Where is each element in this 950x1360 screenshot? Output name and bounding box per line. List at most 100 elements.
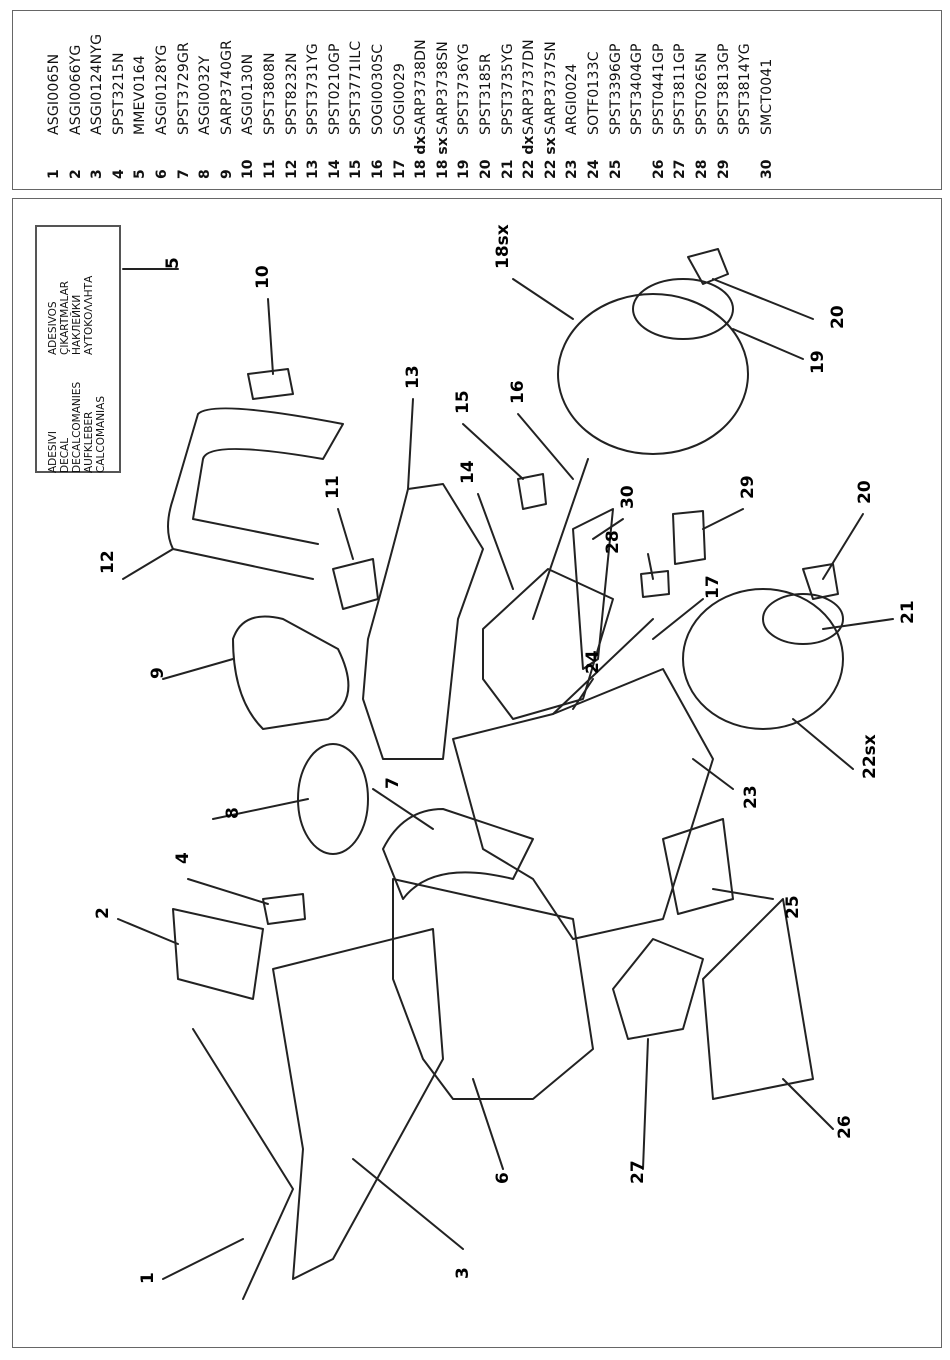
part-number: 5 <box>132 169 149 179</box>
rear-nut-part <box>687 248 729 285</box>
part-number: 3 <box>89 169 106 179</box>
part-number: 22 dx <box>521 135 538 179</box>
callout-number: 14 <box>458 460 478 484</box>
part-code: SPST0210GP <box>326 43 343 135</box>
part-number: 12 <box>283 159 300 179</box>
callout-number: 16 <box>508 380 528 404</box>
part-number: 19 <box>456 159 473 179</box>
part-entry: 13 SPST3731YG <box>302 9 324 179</box>
hood-part <box>392 878 594 1100</box>
part-number: 13 <box>305 159 322 179</box>
steering-wheel-part <box>297 743 369 855</box>
bracket-part <box>172 908 264 1000</box>
leader-line <box>372 788 434 830</box>
part-number: 23 <box>564 159 581 179</box>
part-code: SPST3813GP <box>715 43 732 135</box>
leader-line <box>267 298 274 375</box>
part-code: SPST3729GR <box>175 42 192 135</box>
callout-number: 7 <box>383 777 403 789</box>
part-number: 24 <box>586 159 602 179</box>
part-code: SPST3814YG <box>737 43 754 135</box>
pedal-pad-part <box>672 510 706 565</box>
callout-number: 30 <box>618 485 638 509</box>
loader-bucket-part <box>272 928 444 1280</box>
part-number: 29 <box>715 159 732 179</box>
decal-legend-box: ADESIVI DECAL DECALCOMANIES AUFKLEBER CA… <box>35 225 121 473</box>
callout-number: 21 <box>898 600 918 624</box>
callout-number: 26 <box>835 1115 855 1139</box>
floor-plate-part <box>702 898 814 1100</box>
chassis-part <box>482 568 614 720</box>
part-entry: 9 SARP3740GR <box>216 9 238 179</box>
part-number: 17 <box>391 159 408 179</box>
leader-line <box>572 678 594 710</box>
callout-number: 17 <box>703 575 723 599</box>
front-wheel-part <box>682 588 844 730</box>
part-code: SPST0265N <box>694 52 710 135</box>
part-code: SPST3185R <box>478 53 494 135</box>
leader-line <box>642 1038 649 1170</box>
leader-line <box>712 278 814 320</box>
part-entry: SPST3404GP <box>626 9 648 179</box>
part-code: SPST0441GP <box>650 43 667 135</box>
leader-line <box>517 413 574 480</box>
part-code: ASGI0065N <box>46 53 62 135</box>
part-code: ASGI0124NYG <box>89 33 106 135</box>
axle-cap-part <box>517 473 547 510</box>
part-entry: 7 SPST3729GR <box>173 9 195 179</box>
part-code: MMEV0164 <box>132 55 149 135</box>
leader-line <box>462 423 524 480</box>
callout-number: 12 <box>98 550 118 574</box>
callout-number: 4 <box>173 852 193 864</box>
part-code: SARP3737DN <box>521 39 538 135</box>
rear-hub-part <box>632 278 734 340</box>
leader-line <box>732 328 804 360</box>
leader-line <box>212 798 309 820</box>
exploded-diagram-panel: ADESIVI DECAL DECALCOMANIES AUFKLEBER CA… <box>12 198 942 1348</box>
part-number: 7 <box>175 169 192 179</box>
part-number: 21 <box>499 159 516 179</box>
part-number: 9 <box>218 169 235 179</box>
part-number: 1 <box>46 169 62 179</box>
part-code: SPST3735YG <box>499 43 516 135</box>
part-code: SPST8232N <box>283 52 300 135</box>
part-number: 10 <box>240 159 257 179</box>
front-nut-part <box>802 563 839 600</box>
bushing-part <box>640 570 670 598</box>
exploded-view-drawing: 123456789101112131415161718sx1920202122s… <box>93 224 918 1300</box>
callout-number: 13 <box>403 365 423 389</box>
part-code: SPST3731YG <box>305 43 322 135</box>
loader-arm-part <box>192 1028 294 1300</box>
leader-line <box>352 1158 464 1250</box>
part-number: 22 sx <box>542 137 559 179</box>
part-code: SARP3738SN <box>434 41 451 135</box>
part-number: 25 <box>607 159 624 179</box>
leader-line <box>792 718 854 770</box>
front-frame-part <box>452 668 714 940</box>
part-number: 18 sx <box>434 137 451 179</box>
leader-line <box>712 888 774 900</box>
part-number: 4 <box>110 169 127 179</box>
part-code: SPST3736YG <box>456 43 473 135</box>
rear-wheel-part <box>557 293 749 455</box>
front-hub-part <box>762 593 844 645</box>
side-panel-part <box>332 558 379 610</box>
part-number: 6 <box>154 169 170 179</box>
leader-line <box>592 518 624 540</box>
part-code: SPST3396GP <box>607 43 624 135</box>
part-entry: 12 SPST8232N <box>281 9 303 179</box>
part-number: 27 <box>672 159 689 179</box>
part-code: ASGI0066YG <box>67 44 84 135</box>
part-code: SARP3740GR <box>218 39 235 135</box>
